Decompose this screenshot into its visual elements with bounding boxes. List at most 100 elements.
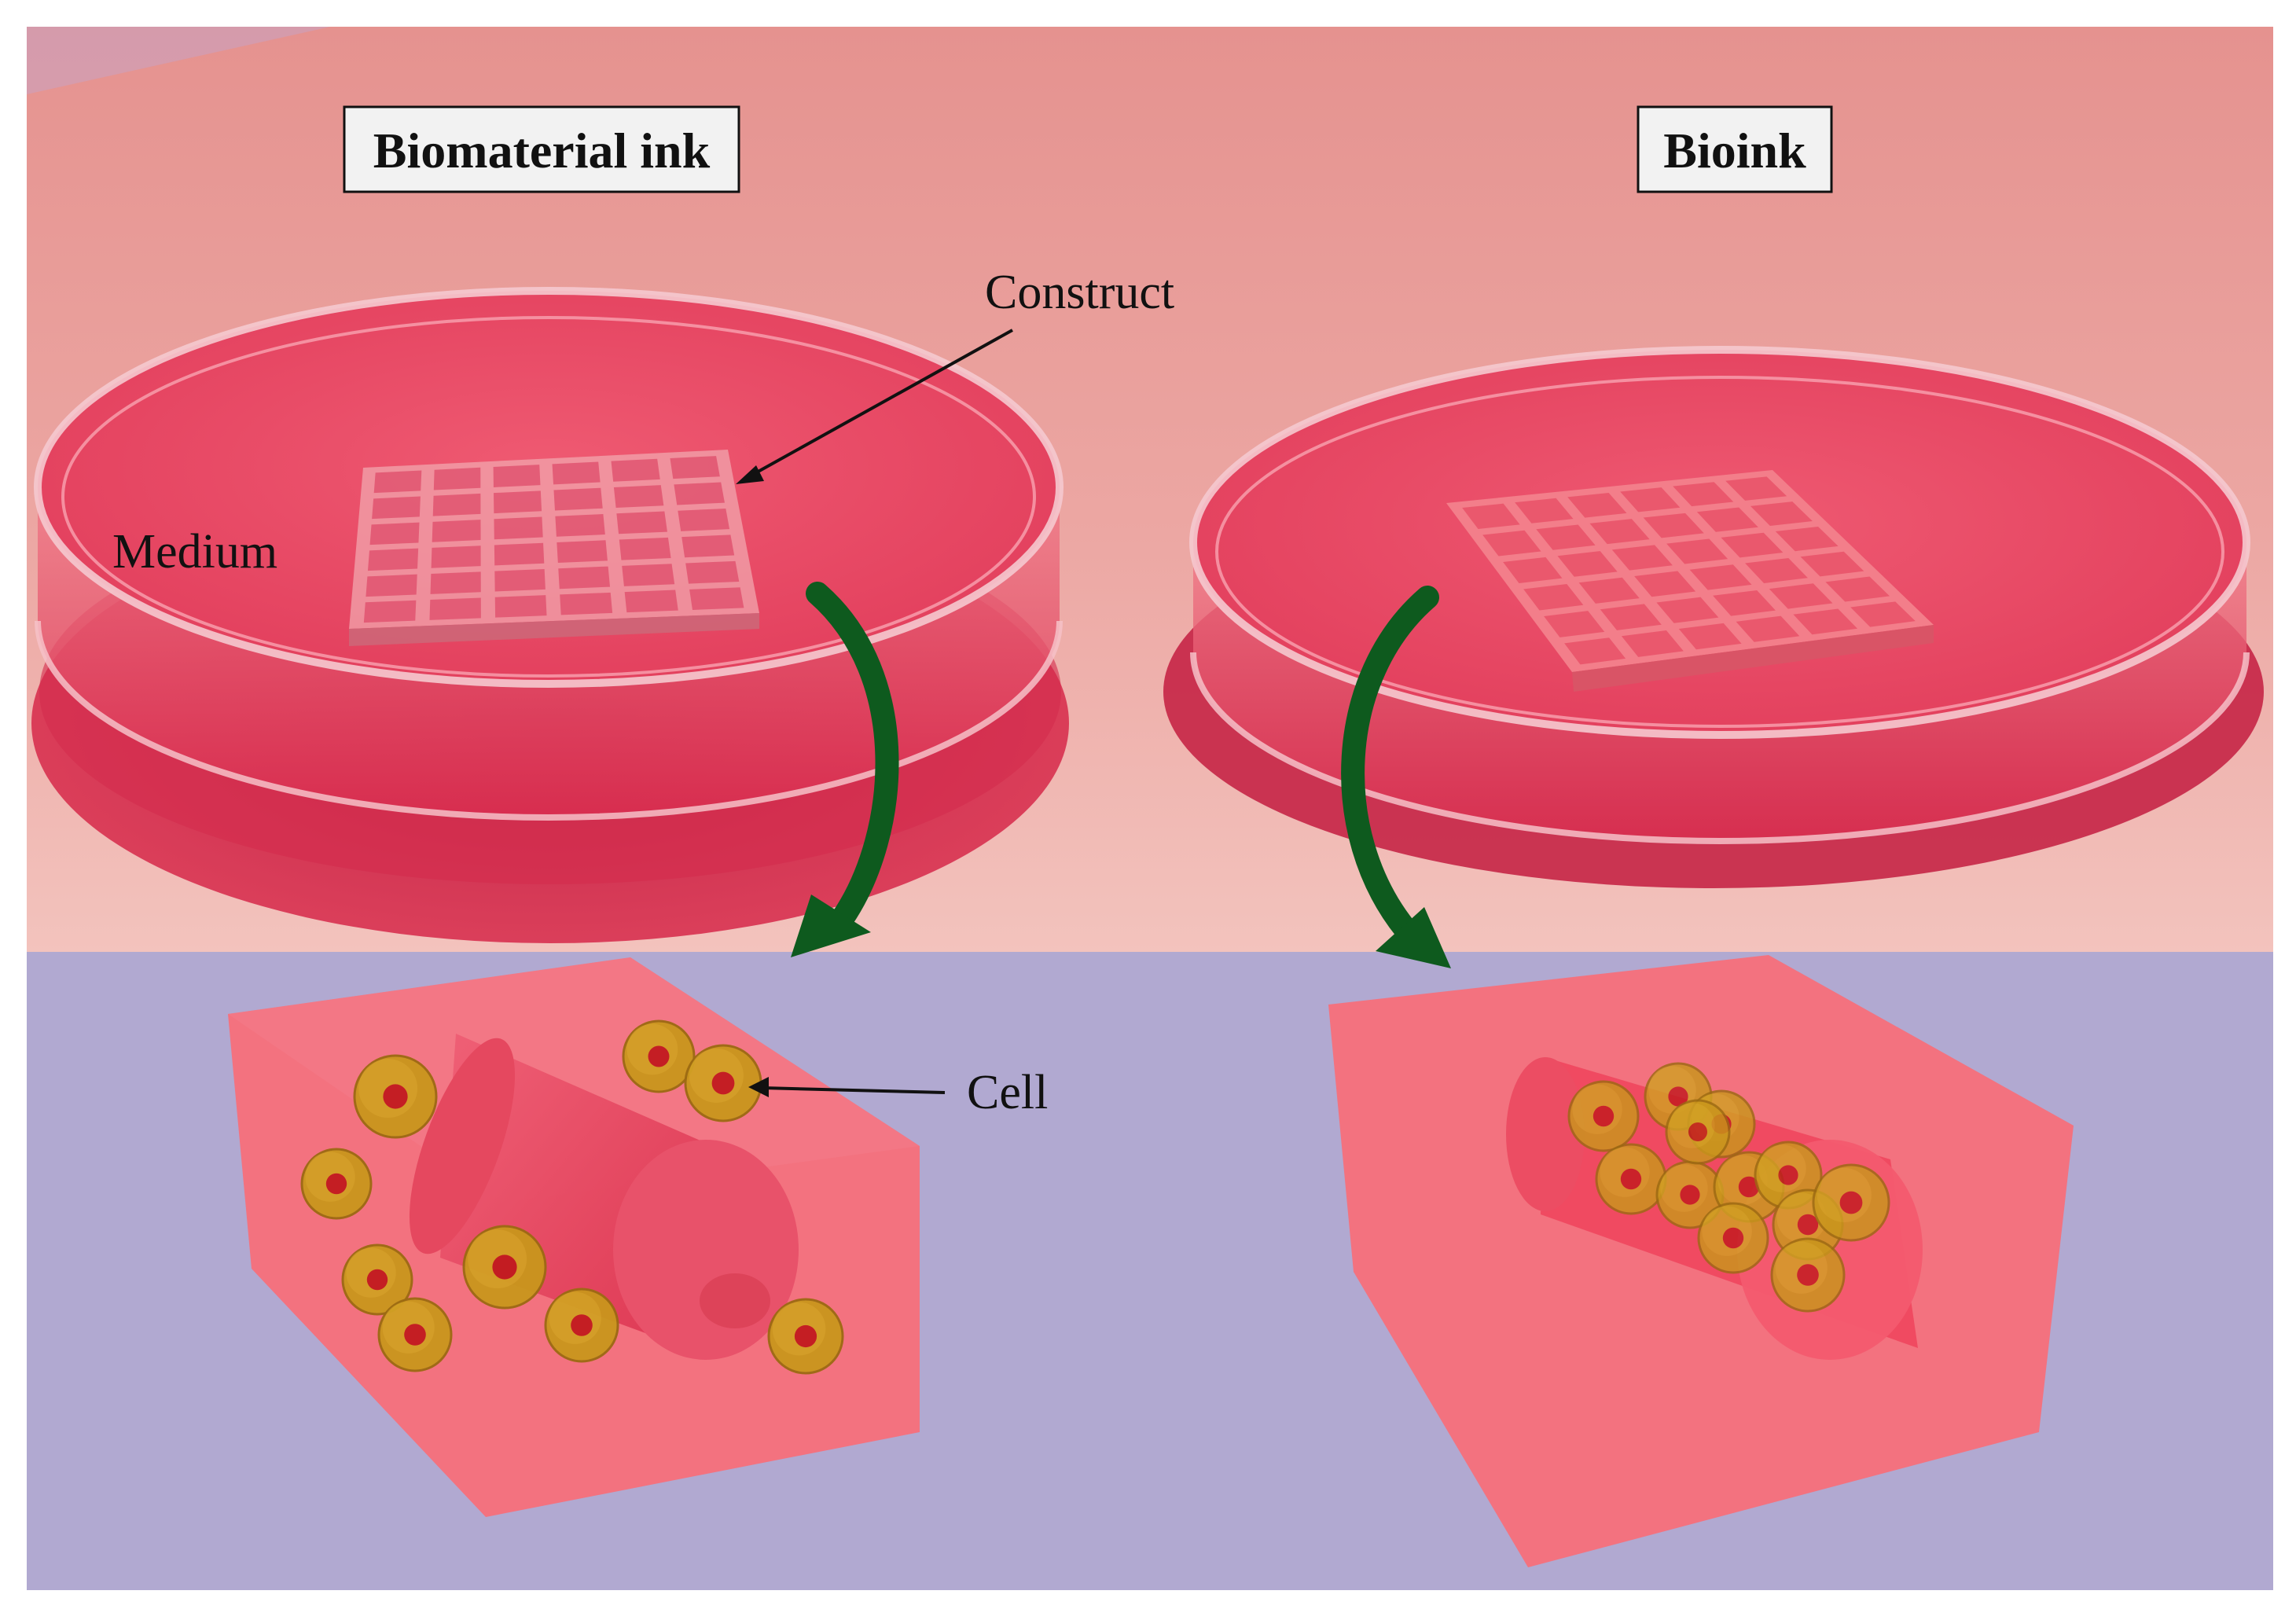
cell [544,1288,619,1363]
grid-hole [431,546,481,568]
grid-hole [560,592,613,615]
grid-hole [493,465,541,487]
title-left: Biomaterial ink [373,123,711,178]
grid-hole [555,514,605,537]
cell-nucleus [492,1254,517,1280]
grid-hole [432,493,481,516]
cell [1595,1143,1667,1215]
right-gel-block [1328,955,2074,1567]
grid-hole [1825,576,1890,602]
cell-label: Cell [967,1066,1048,1119]
cell-nucleus [1839,1191,1863,1214]
cell [353,1054,438,1139]
grid-hole [367,548,419,571]
grid-hole [430,571,481,594]
grid-hole [494,516,543,540]
grid-hole [1567,492,1627,518]
left-gel-block [228,957,920,1517]
grid-hole [1600,604,1662,630]
grid-hole [1611,545,1673,571]
grid-hole [1656,597,1719,623]
grid-hole [681,534,735,558]
grid-hole [1775,526,1839,552]
cell [684,1044,762,1122]
grid-hole [373,470,422,494]
cell [377,1297,453,1372]
cell-nucleus [1797,1214,1819,1236]
left-transition-arrow [791,582,899,957]
grid-hole [689,587,744,610]
frame-left [0,0,27,1616]
cell-nucleus [648,1045,670,1067]
left-petri-dish [31,287,1069,943]
grid-hole [1589,519,1650,545]
grid-hole [1713,590,1776,616]
title-box-right: Bioink [1637,105,1833,193]
construct-pointer-line [746,329,1013,479]
cell [341,1243,413,1316]
left-grid-cells [363,456,744,623]
grid-hole [670,456,720,479]
grid-hole [1523,584,1584,611]
cell-nucleus [711,1071,735,1095]
right-construct-grid [1446,470,1934,692]
cell-nucleus [571,1314,593,1336]
right-filament-cap-back [1506,1057,1585,1211]
grid-hole [1678,623,1742,650]
grid-hole [1696,507,1758,532]
grid-hole [1736,615,1800,642]
grid-hole [494,595,547,618]
grid-hole [1750,501,1813,527]
grid-hole [1544,611,1605,637]
grid-hole [624,590,678,613]
grid-hole [616,511,667,534]
grid-hole [1793,608,1858,635]
cell-nucleus [1688,1122,1707,1141]
frame-top [0,0,2296,27]
left-filament-shade [700,1273,770,1328]
left-dish-rim [34,287,1064,688]
left-arrow-head [791,894,871,957]
grid-hole [1515,498,1574,523]
right-arrow-shaft [1341,586,1439,941]
cell-nucleus [366,1269,388,1291]
cell-nucleus [1797,1264,1819,1286]
cell-nucleus [1620,1168,1642,1190]
corner-shade [27,27,330,94]
cell [622,1019,696,1093]
right-arrow-head [1376,907,1451,968]
right-grid-cells [1462,476,1916,665]
cell-nucleus [1593,1105,1615,1127]
grid-hole [363,600,417,623]
grid-hole [1536,524,1596,550]
left-dish-inner-rim [61,316,1036,678]
cell-nucleus [794,1324,817,1348]
cell-nucleus [1738,1176,1760,1198]
grid-hole [1725,476,1787,501]
medium-label: Medium [112,525,277,579]
grid-hole [1621,630,1684,657]
grid-hole [558,566,611,590]
grid-hole [1850,601,1916,627]
grid-hole [557,540,608,563]
grid-hole [1673,482,1734,507]
right-petri-dish [1163,346,2264,888]
lower-panel: Cell [27,952,2273,1590]
right-cells-group [1567,1062,1890,1313]
right-dish-bottom-edge [1190,652,2250,844]
grid-hole [432,520,481,542]
grid-hole [678,508,730,531]
left-dish-bottom-edge [35,620,1063,821]
frame-right [2273,0,2296,1616]
upper-panel: Biomaterial ink Bioink Construct Medium [27,27,2273,952]
cell [1770,1237,1846,1313]
grid-hole [369,522,420,546]
grid-hole [552,461,601,485]
grid-hole [1800,551,1864,577]
grid-hole [1564,637,1626,665]
grid-hole [1689,564,1752,590]
grid-hole [613,485,664,508]
grid-hole [685,560,740,584]
grid-hole [674,482,725,505]
grid-hole [1666,538,1728,564]
